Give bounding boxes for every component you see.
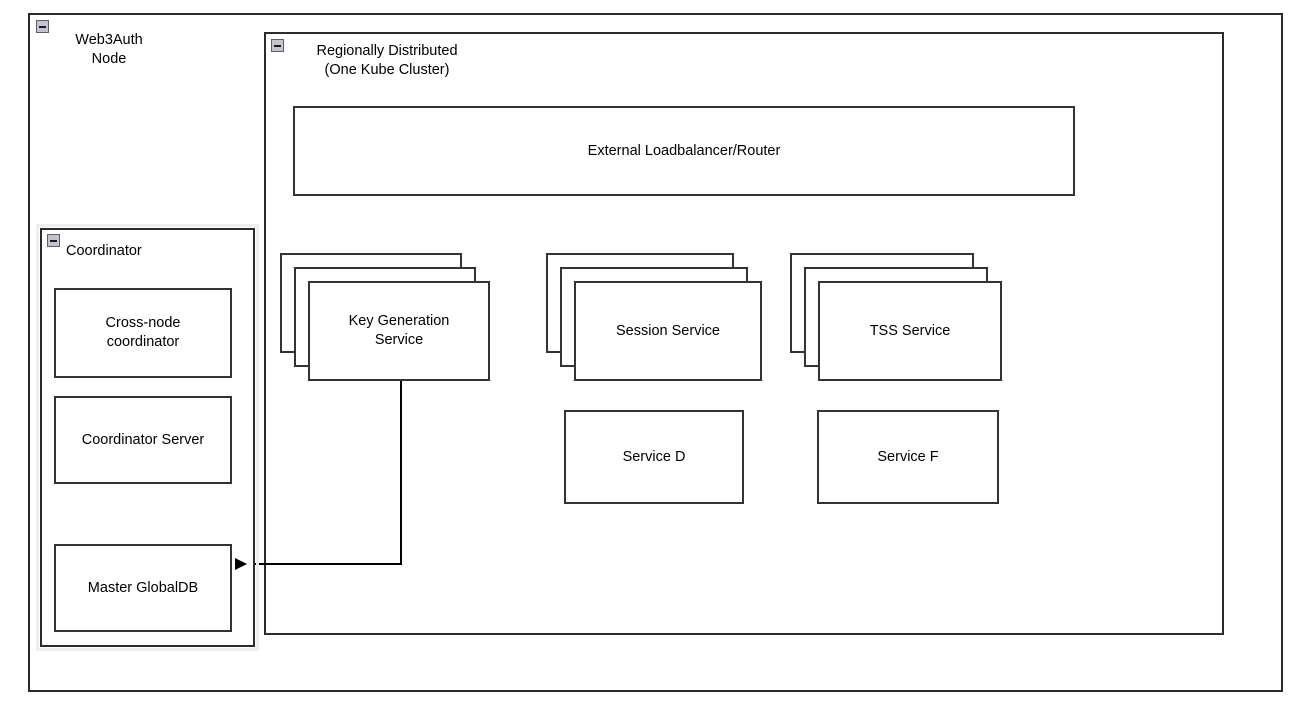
group-label-web3auth-node: Web3Auth Node — [75, 32, 143, 67]
label-session-service: Session Service — [616, 322, 720, 339]
collapse-minus-icon-node[interactable] — [36, 20, 49, 33]
box-service-d[interactable]: Service D — [564, 410, 744, 504]
box-master-globaldb[interactable]: Master GlobalDB — [54, 544, 232, 632]
edge-keygen-to-masterdb-vertical — [400, 381, 402, 565]
label-tss-service: TSS Service — [869, 322, 951, 339]
label-service-d: Service D — [622, 448, 686, 465]
box-coordinator-server[interactable]: Coordinator Server — [54, 396, 232, 484]
stack-key-generation-service[interactable]: Key Generation Service — [280, 253, 490, 381]
collapse-minus-icon-coordinator[interactable] — [47, 234, 60, 247]
label-external-loadbalancer-router: External Loadbalancer/Router — [587, 142, 781, 159]
group-label-kube-cluster: Regionally Distributed (One Kube Cluster… — [316, 43, 458, 78]
stack-tss-service[interactable]: TSS Service — [790, 253, 1002, 381]
group-label-coordinator: Coordinator — [66, 243, 142, 259]
stack-session-service[interactable]: Session Service — [546, 253, 762, 381]
key-generation-service-instance-1[interactable]: Key Generation Service — [308, 281, 490, 381]
label-service-f: Service F — [877, 448, 939, 465]
session-service-instance-1[interactable]: Session Service — [574, 281, 762, 381]
label-coordinator-server: Coordinator Server — [81, 431, 205, 448]
collapse-minus-icon-cluster[interactable] — [271, 39, 284, 52]
edge-keygen-to-masterdb-horizontal — [235, 563, 401, 565]
box-external-loadbalancer-router[interactable]: External Loadbalancer/Router — [293, 106, 1075, 196]
box-cross-node-coordinator[interactable]: Cross-node coordinator — [54, 288, 232, 378]
tss-service-instance-1[interactable]: TSS Service — [818, 281, 1002, 381]
edge-keygen-to-masterdb-arrowhead — [235, 558, 247, 570]
label-key-generation-service: Key Generation Service — [348, 313, 450, 348]
label-master-globaldb: Master GlobalDB — [87, 579, 199, 596]
label-cross-node-coordinator: Cross-node coordinator — [105, 315, 181, 350]
box-service-f[interactable]: Service F — [817, 410, 999, 504]
